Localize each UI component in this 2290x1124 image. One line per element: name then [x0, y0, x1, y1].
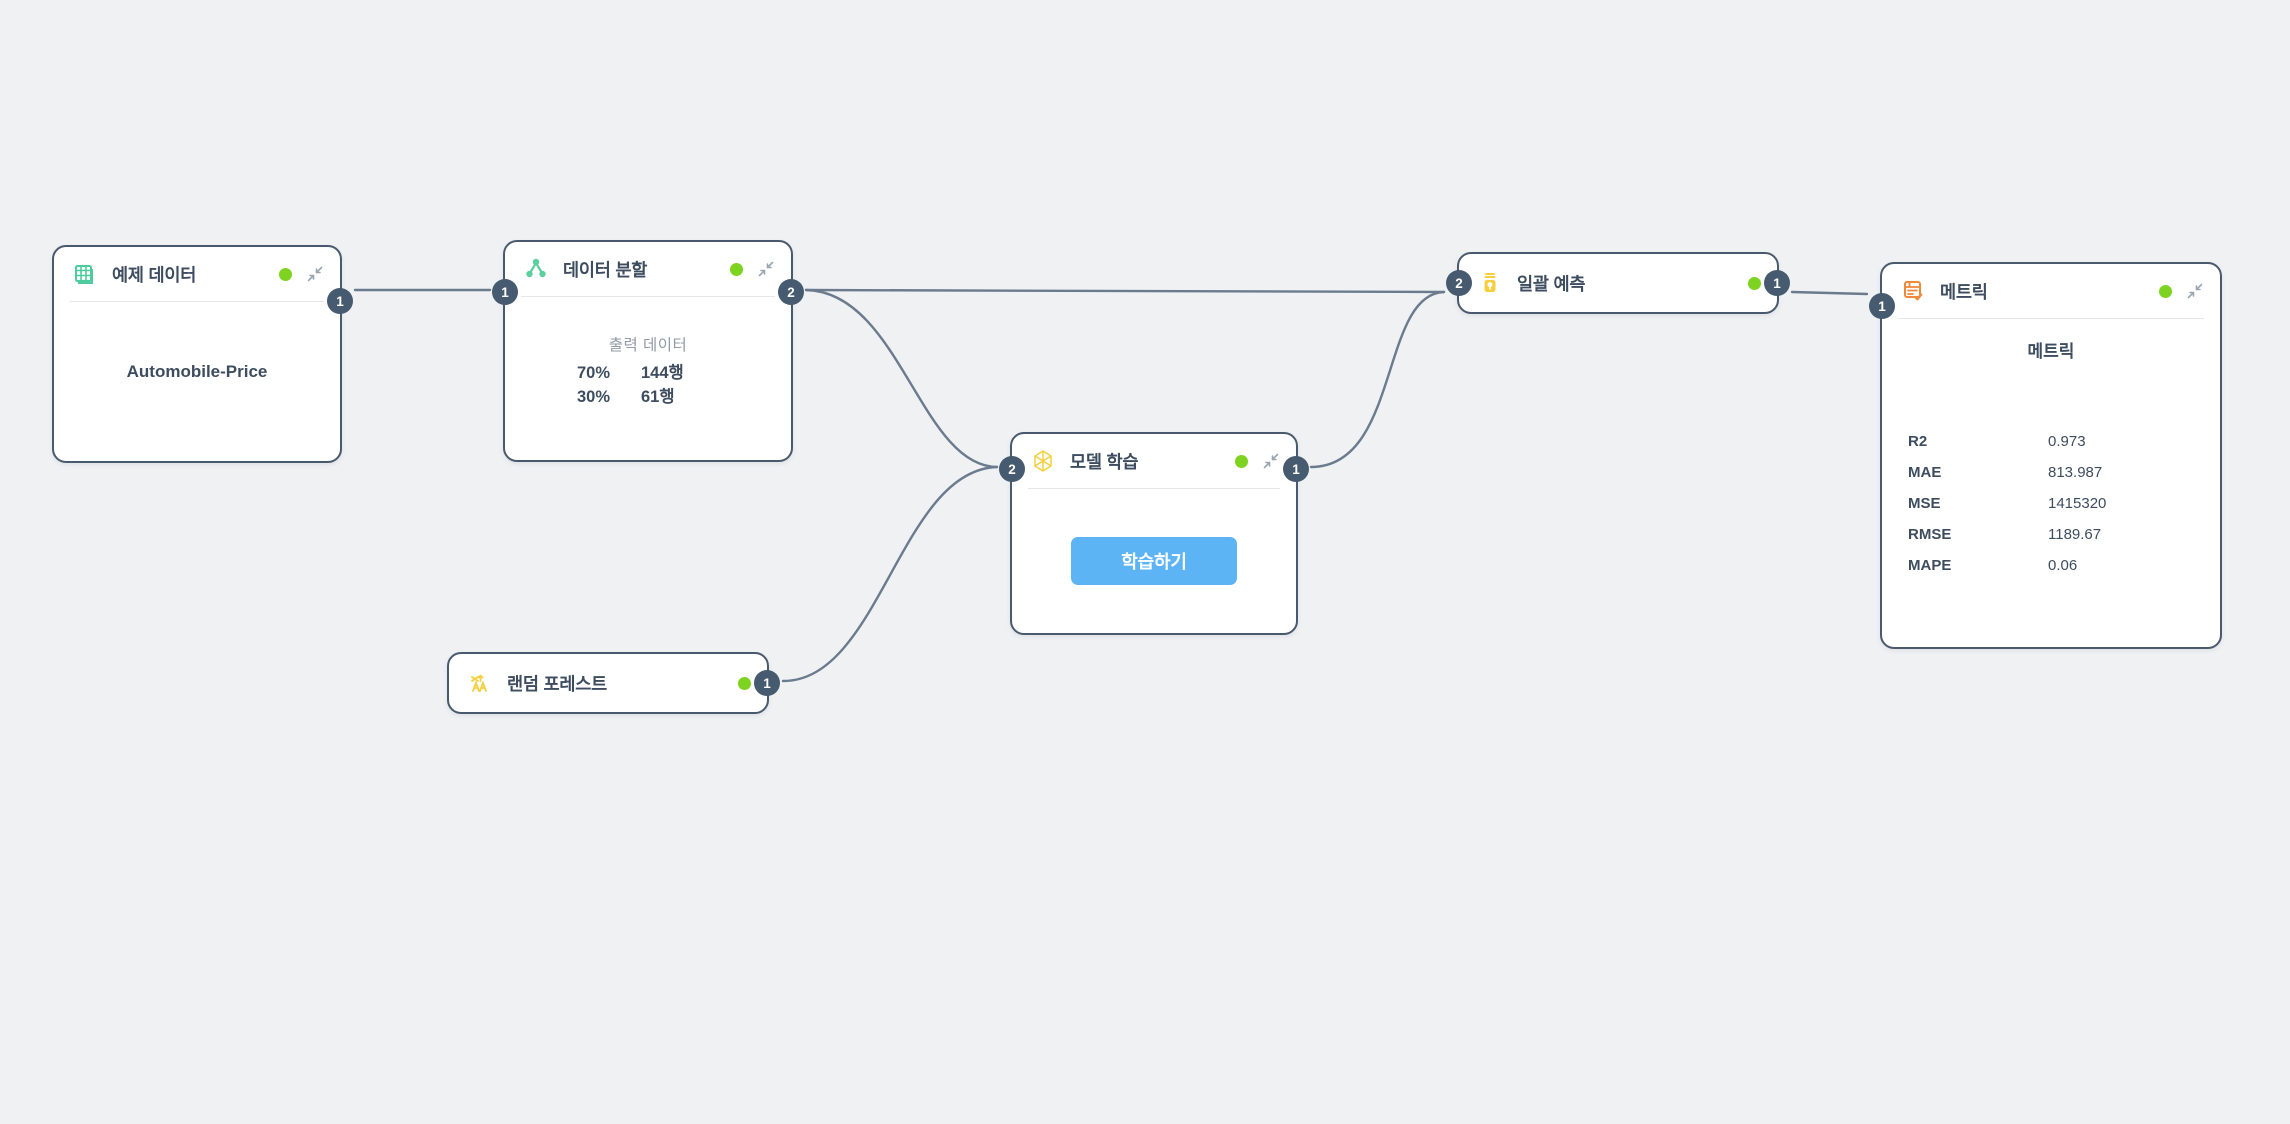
node-title: 메트릭: [1940, 281, 1988, 302]
metric-value: 0.973: [2048, 433, 2086, 450]
metrics-table: R2 0.973 MAE 813.987 MSE 1415320 RMSE 11…: [1882, 426, 2220, 581]
node-title: 데이터 분할: [563, 259, 648, 280]
split-count: 61행: [641, 388, 675, 406]
node-header-actions: [2159, 282, 2204, 300]
status-dot: [279, 267, 292, 281]
metric-key: MSE: [1908, 495, 1941, 512]
node-header-actions: [738, 676, 751, 690]
train-button[interactable]: 학습하기: [1071, 537, 1237, 585]
node-header: 랜덤 포레스트: [449, 654, 767, 712]
metric-row: MAPE 0.06: [1908, 550, 2202, 581]
edge-split-to-train: [804, 288, 999, 469]
node-title: 예제 데이터: [112, 264, 197, 285]
port-output-1[interactable]: 1: [327, 288, 353, 314]
node-header: 메트릭: [1882, 264, 2220, 318]
split-caption: 출력 데이터: [608, 337, 688, 354]
port-output-2[interactable]: 2: [778, 279, 804, 305]
split-row: 70% 144행: [521, 361, 775, 385]
metrics-heading: 메트릭: [2027, 342, 2075, 361]
node-data-split[interactable]: 데이터 분할 출력 데이터 70% 144행 30%: [492, 240, 804, 462]
split-percent: 70%: [577, 364, 611, 382]
metric-row: MAE 813.987: [1908, 457, 2202, 488]
port-output-1[interactable]: 1: [1764, 270, 1790, 296]
node-batch-predict[interactable]: 일괄 예측 2 1: [1446, 252, 1790, 314]
node-body: 출력 데이터 70% 144행 30% 61행: [505, 297, 791, 425]
checklist-metrics-icon: [1900, 278, 1926, 304]
metric-value: 813.987: [2048, 464, 2103, 481]
node-title: 모델 학습: [1070, 451, 1139, 472]
node-header: 데이터 분할: [505, 242, 791, 296]
header-divider: [70, 301, 324, 302]
metric-row: R2 0.973: [1908, 426, 2202, 457]
metric-value: 0.06: [2048, 557, 2078, 574]
collapse-icon[interactable]: [2186, 282, 2204, 300]
metric-key: R2: [1908, 433, 1928, 450]
node-body: Automobile-Price: [54, 302, 340, 398]
collapse-icon[interactable]: [1262, 452, 1280, 470]
collapse-icon[interactable]: [757, 260, 775, 278]
node-model-training[interactable]: 모델 학습 학습하기 2 1: [999, 432, 1309, 635]
node-random-forest[interactable]: 랜덤 포레스트 1: [447, 652, 780, 714]
node-header: 일괄 예측: [1459, 254, 1777, 312]
header-divider: [1028, 488, 1280, 489]
status-dot: [738, 676, 751, 690]
split-percent: 30%: [577, 388, 611, 406]
edge-split-to-batch: [804, 288, 1446, 294]
status-dot: [2159, 284, 2172, 298]
node-header-actions: [730, 260, 775, 278]
edge-batch-to-metrics: [1790, 290, 1869, 296]
port-input-1[interactable]: 1: [492, 279, 518, 305]
port-input-1[interactable]: 1: [1869, 293, 1895, 319]
node-header-actions: [1235, 452, 1280, 470]
metric-row: MSE 1415320: [1908, 488, 2202, 519]
node-example-data[interactable]: 예제 데이터 Automobile-Price 1: [52, 245, 353, 463]
node-title: 랜덤 포레스트: [507, 673, 608, 694]
metric-key: RMSE: [1908, 526, 1952, 543]
random-forest-icon: [467, 670, 493, 696]
header-divider: [521, 296, 775, 297]
status-dot: [730, 262, 743, 276]
node-metrics[interactable]: 메트릭 메트릭 R2 0.973 MAE: [1869, 262, 2222, 649]
metric-value: 1415320: [2048, 495, 2107, 512]
header-divider: [1898, 318, 2204, 319]
node-body: 메트릭 R2 0.973 MAE 813.987 MSE 1415320 RMS…: [1882, 337, 2220, 581]
node-header-actions: [279, 265, 324, 283]
node-header: 예제 데이터: [54, 247, 340, 301]
edge-forest-to-train: [781, 465, 999, 683]
node-header: 모델 학습: [1012, 434, 1296, 488]
split-row: 30% 61행: [521, 385, 775, 409]
jar-predict-icon: [1477, 270, 1503, 296]
node-header-actions: [1748, 276, 1761, 290]
metric-row: RMSE 1189.67: [1908, 519, 2202, 550]
split-count: 144행: [641, 364, 684, 382]
port-input-2[interactable]: 2: [1446, 270, 1472, 296]
metric-key: MAE: [1908, 464, 1942, 481]
port-output-1[interactable]: 1: [1283, 456, 1309, 482]
node-body: 학습하기: [1012, 489, 1296, 601]
table-grid-icon: [72, 261, 98, 287]
metric-value: 1189.67: [2048, 526, 2102, 543]
node-title: 일괄 예측: [1517, 273, 1586, 294]
status-dot: [1235, 454, 1248, 468]
status-dot: [1748, 276, 1761, 290]
edge-train-to-batch: [1309, 290, 1446, 469]
dataset-name: Automobile-Price: [126, 362, 268, 381]
port-output-1[interactable]: 1: [754, 670, 780, 696]
metric-key: MAPE: [1908, 557, 1952, 574]
port-input-2[interactable]: 2: [999, 456, 1025, 482]
collapse-icon[interactable]: [306, 265, 324, 283]
split-rows: 70% 144행 30% 61행: [521, 361, 775, 409]
split-tree-icon: [523, 256, 549, 282]
polyhedron-model-icon: [1030, 448, 1056, 474]
